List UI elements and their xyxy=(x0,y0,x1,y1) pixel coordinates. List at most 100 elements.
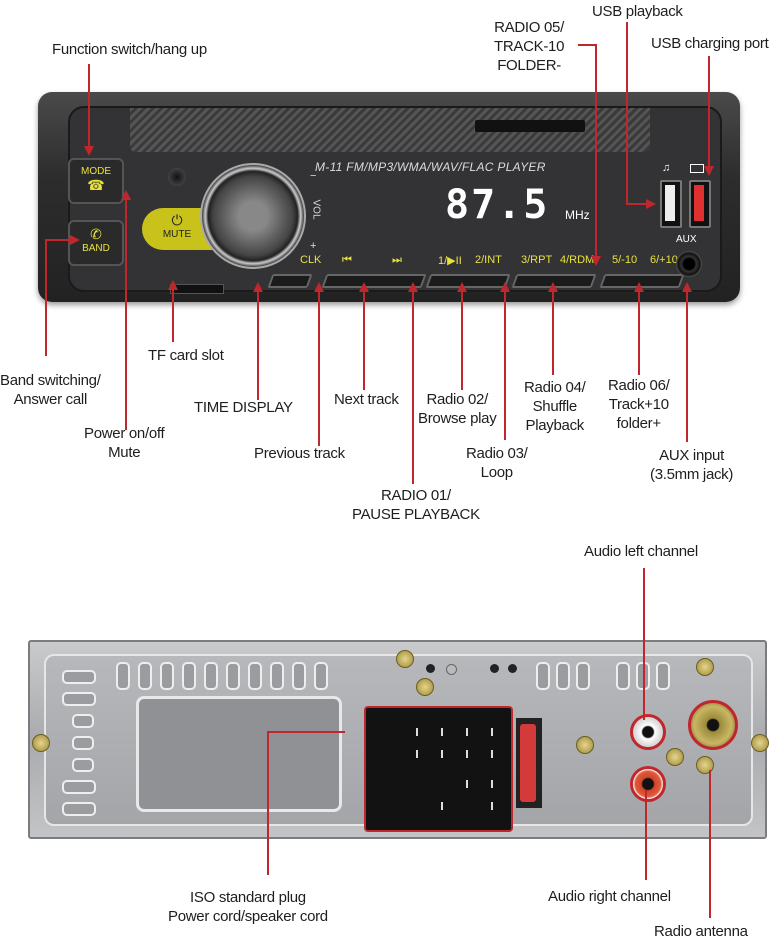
vent xyxy=(62,692,96,706)
model-text: M-11 FM/MP3/WMA/WAV/FLAC PLAYER xyxy=(315,160,546,174)
callout-function-switch: Function switch/hang up xyxy=(52,41,207,58)
mute-label: MUTE xyxy=(162,229,192,240)
volume-knob[interactable] xyxy=(200,163,306,269)
iso-connector[interactable] xyxy=(364,706,513,832)
audio-left-rca[interactable] xyxy=(630,714,666,750)
front-faceplate: M-11 FM/MP3/WMA/WAV/FLAC PLAYER 87.5 MHz… xyxy=(68,106,722,294)
vent xyxy=(138,662,152,690)
pin xyxy=(491,802,493,810)
button-1-label: 1/▶II xyxy=(438,255,462,267)
pin xyxy=(491,750,493,758)
vent xyxy=(226,662,240,690)
audio-right-rca[interactable] xyxy=(630,766,666,802)
frequency-unit: MHz xyxy=(565,208,590,222)
clk-key[interactable] xyxy=(267,274,313,288)
frequency-readout: 87.5 xyxy=(445,182,550,228)
vent xyxy=(72,714,94,728)
vent xyxy=(160,662,174,690)
callout-usb-playback: USB playback xyxy=(592,3,683,20)
power-icon: ⏻ xyxy=(171,212,183,228)
pin xyxy=(416,750,418,758)
next-track-label: ⏭ xyxy=(392,254,402,266)
callout-radio04: Radio 04/ Shuffle Playback xyxy=(524,379,586,434)
vent xyxy=(62,670,96,684)
top-slot xyxy=(475,120,585,132)
usb-music-icon: ♫ xyxy=(662,162,671,174)
callout-radio03: Radio 03/ Loop xyxy=(466,445,528,481)
vent xyxy=(270,662,284,690)
decorative-stripes xyxy=(130,108,650,152)
mode-label: MODE xyxy=(81,166,111,177)
usb-playback-port[interactable] xyxy=(660,180,682,228)
screw xyxy=(696,756,714,774)
vol-minus-label: − xyxy=(310,170,317,182)
screw xyxy=(32,734,50,752)
pin xyxy=(416,728,418,736)
callout-power-mute: Power on/off Mute xyxy=(84,425,165,461)
lcd-display: 87.5 MHz xyxy=(300,180,630,230)
back-plate xyxy=(136,696,342,812)
pin xyxy=(441,750,443,758)
vent xyxy=(182,662,196,690)
back-panel xyxy=(28,640,769,839)
vent xyxy=(248,662,262,690)
screw xyxy=(696,658,714,676)
clk-label: CLK xyxy=(300,254,322,266)
button-2-label: 2/INT xyxy=(475,254,502,266)
vent xyxy=(292,662,306,690)
fuse-holder xyxy=(516,718,542,808)
callout-audio-right: Audio right channel xyxy=(548,888,671,905)
hang-up-icon: ☎ xyxy=(87,177,105,193)
callout-iso-plug: ISO standard plug Power cord/speaker cor… xyxy=(168,889,328,925)
screw xyxy=(751,734,769,752)
callout-radio06: Radio 06/ Track+10 folder+ xyxy=(608,377,670,432)
callout-previous-track: Previous track xyxy=(254,445,345,462)
callout-radio-antenna: Radio antenna xyxy=(654,923,748,940)
pin xyxy=(491,780,493,788)
callout-radio02: Radio 02/ Browse play xyxy=(418,391,497,427)
vent xyxy=(576,662,590,690)
callout-radio05: RADIO 05/ TRACK-10 FOLDER- xyxy=(494,19,565,74)
usb-charging-port[interactable] xyxy=(689,180,711,228)
vent xyxy=(536,662,550,690)
button-6-label: 6/+10 xyxy=(650,254,678,266)
screw xyxy=(666,748,684,766)
callout-band-switching: Band switching/ Answer call xyxy=(0,372,101,408)
key-5-6[interactable] xyxy=(599,274,685,288)
band-label: BAND xyxy=(82,243,110,254)
band-button[interactable]: ✆ BAND xyxy=(68,220,124,266)
pin xyxy=(491,728,493,736)
prev-next-key[interactable] xyxy=(321,274,427,288)
callout-time-display: TIME DISPLAY xyxy=(194,399,293,416)
ir-sensor xyxy=(168,168,186,186)
vent xyxy=(314,662,328,690)
mode-button[interactable]: MODE ☎ xyxy=(68,158,124,204)
vent xyxy=(656,662,670,690)
radio-antenna-jack[interactable] xyxy=(688,700,738,750)
pin xyxy=(441,728,443,736)
button-5-label: 5/-10 xyxy=(612,254,638,266)
callout-radio01: RADIO 01/ PAUSE PLAYBACK xyxy=(352,487,480,523)
callout-audio-left: Audio left channel xyxy=(584,543,698,560)
key-3-4[interactable] xyxy=(511,274,597,288)
vent xyxy=(62,780,96,794)
vent xyxy=(556,662,570,690)
hole xyxy=(446,664,457,675)
aux-label: AUX xyxy=(676,234,697,245)
screw xyxy=(576,736,594,754)
vent xyxy=(636,662,650,690)
callout-next-track: Next track xyxy=(334,391,399,408)
pin xyxy=(466,750,468,758)
prev-track-label: ⏮ xyxy=(342,254,352,266)
usb-charge-icon xyxy=(690,164,704,173)
callout-tf-card: TF card slot xyxy=(148,347,224,364)
key-1-2[interactable] xyxy=(425,274,511,288)
back-chassis xyxy=(32,650,769,832)
callout-aux-input: AUX input (3.5mm jack) xyxy=(650,447,734,483)
aux-jack[interactable] xyxy=(676,251,702,277)
screw xyxy=(416,678,434,696)
vol-label: VOL xyxy=(310,199,322,220)
tf-card-slot[interactable] xyxy=(170,284,224,294)
vent xyxy=(72,736,94,750)
button-3-label: 3/RPT xyxy=(521,254,553,266)
